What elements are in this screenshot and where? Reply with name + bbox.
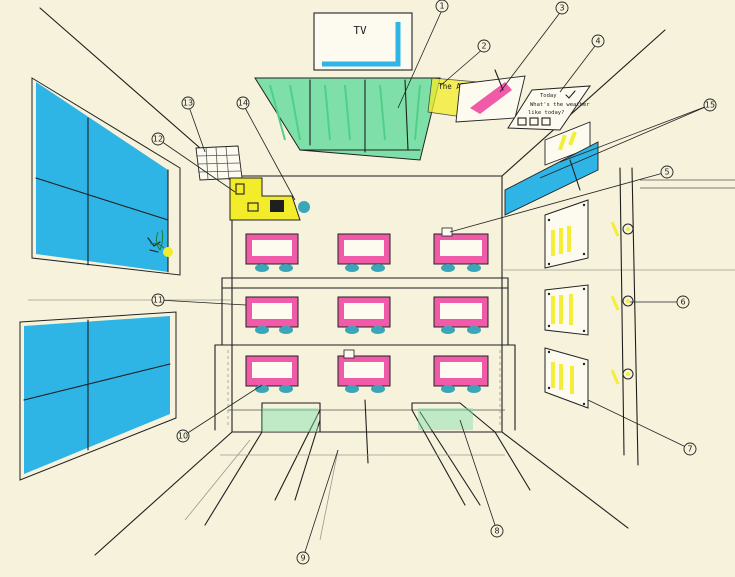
wall-lamp-icon: [622, 223, 634, 235]
desk: [245, 233, 299, 272]
whiteboard-line3: like today?: [528, 110, 564, 116]
plant-icon: [149, 229, 165, 251]
tv-label: TV: [353, 24, 367, 37]
desk: [433, 355, 489, 393]
svg-text:14: 14: [238, 99, 248, 108]
abc-card-text: The ABC: [438, 82, 470, 91]
whiteboard-line2: What's the weather: [530, 102, 590, 108]
callout-5: 5: [660, 165, 674, 179]
student-desks: [245, 227, 489, 393]
teacher-desk: [229, 177, 310, 221]
desk: [245, 355, 299, 393]
ceiling-lights: [254, 77, 441, 161]
callout-2: 2: [477, 39, 491, 53]
svg-text:2: 2: [481, 42, 486, 51]
svg-text:4: 4: [595, 37, 600, 46]
svg-text:13: 13: [183, 99, 193, 108]
left-window-lower: [19, 311, 177, 481]
desk: [433, 296, 489, 334]
tv: TV: [313, 12, 413, 71]
svg-text:11: 11: [153, 296, 163, 305]
wall-lamp-icon: [622, 295, 634, 307]
callout-3: 3: [555, 1, 569, 15]
callout-4: 4: [591, 34, 605, 48]
callout-10: 10: [176, 429, 190, 443]
callout-numbers: 1 2 3 4 5 6 7 8 9 10 11 12 13 14 15: [151, 0, 717, 565]
svg-text:6: 6: [680, 298, 685, 307]
wall-lamp-icon: [622, 368, 634, 380]
callout-12: 12: [151, 132, 165, 146]
callout-14: 14: [236, 96, 250, 110]
svg-text:5: 5: [664, 168, 669, 177]
callout-13: 13: [181, 96, 195, 110]
whiteboard: Today What's the weather like today?: [507, 85, 591, 131]
desk: [433, 227, 489, 272]
svg-text:3: 3: [559, 4, 564, 13]
right-wall-upper-posters: [504, 121, 599, 216]
svg-text:1: 1: [439, 2, 444, 11]
calendar-grid: [195, 145, 243, 181]
right-wall-posters: [544, 199, 589, 409]
callout-6: 6: [676, 295, 690, 309]
right-wall-door: [610, 167, 735, 466]
callout-leaders: [157, 9, 711, 559]
desk: [337, 296, 391, 334]
svg-text:7: 7: [687, 445, 692, 454]
svg-text:10: 10: [178, 432, 188, 441]
callout-1: 1: [435, 0, 449, 13]
front-bench-lines: [184, 399, 531, 541]
computer-icon: [270, 200, 284, 212]
callout-8: 8: [490, 524, 504, 538]
callout-11: 11: [151, 293, 165, 307]
callout-15: 15: [703, 98, 717, 112]
svg-text:9: 9: [300, 554, 305, 563]
plant-pot-icon: [163, 247, 173, 257]
svg-text:15: 15: [705, 101, 715, 110]
desk: [245, 296, 299, 334]
teacher-chair-icon: [298, 201, 310, 213]
svg-text:12: 12: [153, 135, 163, 144]
desk: [337, 233, 391, 272]
svg-text:8: 8: [494, 527, 499, 536]
whiteboard-line1: Today: [540, 93, 557, 99]
desk: [337, 349, 391, 393]
callout-7: 7: [683, 442, 697, 456]
floor-risers: [214, 277, 516, 431]
left-window-upper: [31, 77, 181, 276]
pink-card: [455, 69, 526, 123]
callout-9: 9: [296, 551, 310, 565]
